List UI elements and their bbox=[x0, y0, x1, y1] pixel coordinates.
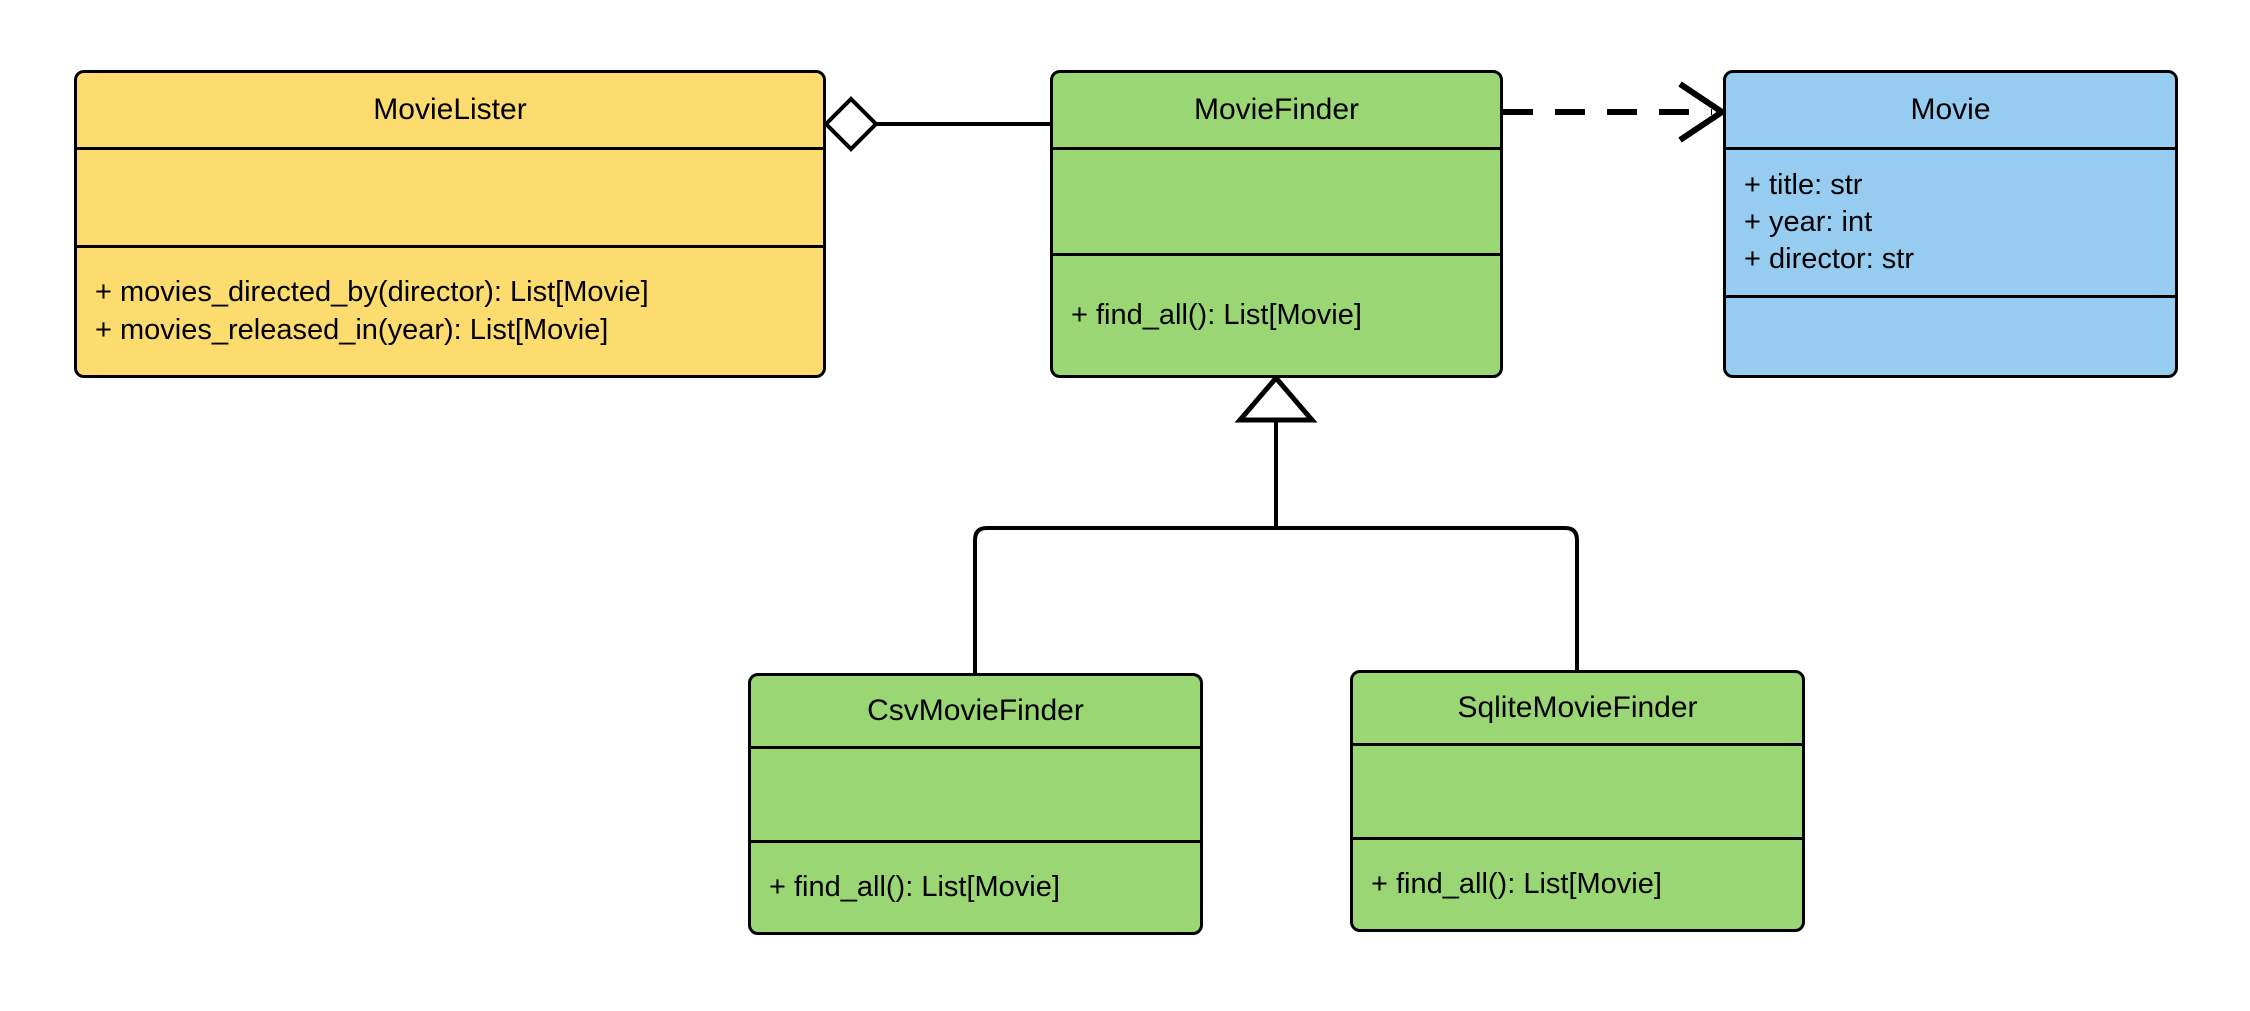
class-name-label: SqliteMovieFinder bbox=[1457, 690, 1698, 724]
class-title-compartment: CsvMovieFinder bbox=[751, 676, 1200, 746]
open-arrow-marker bbox=[1678, 81, 1728, 143]
class-attributes-compartment: + title: str + year: int + director: str bbox=[1726, 147, 2175, 295]
class-name-label: MovieFinder bbox=[1193, 92, 1360, 126]
generalization-branch bbox=[973, 526, 1579, 673]
aggregation-lister-finder-edge bbox=[823, 96, 1050, 152]
method-line: + find_all(): List[Movie] bbox=[769, 870, 1060, 903]
class-title-compartment: MovieFinder bbox=[1053, 73, 1500, 147]
class-box-csv-movie-finder[interactable]: CsvMovieFinder + find_all(): List[Movie] bbox=[748, 673, 1203, 935]
class-name-label: MovieLister bbox=[373, 92, 527, 126]
method-line: + find_all(): List[Movie] bbox=[1071, 298, 1362, 331]
method-line: + movies_released_in(year): List[Movie] bbox=[95, 313, 609, 346]
class-name-label: Movie bbox=[1910, 92, 1991, 126]
class-box-sqlite-movie-finder[interactable]: SqliteMovieFinder + find_all(): List[Mov… bbox=[1350, 670, 1805, 932]
method-line: + movies_directed_by(director): List[Mov… bbox=[95, 276, 649, 309]
attribute-line: + title: str bbox=[1744, 168, 1863, 201]
class-attributes-compartment bbox=[1053, 147, 1500, 253]
class-attributes-compartment bbox=[77, 147, 823, 245]
class-title-compartment: Movie bbox=[1726, 73, 2175, 147]
hollow-diamond-marker bbox=[823, 96, 879, 152]
class-name-label: CsvMovieFinder bbox=[867, 693, 1084, 727]
class-attributes-compartment bbox=[751, 746, 1200, 840]
class-box-movie-finder[interactable]: MovieFinder + find_all(): List[Movie] bbox=[1050, 70, 1503, 378]
generalization-edges bbox=[973, 374, 1579, 673]
dependency-finder-movie-edge bbox=[1503, 81, 1728, 143]
attribute-line: + year: int bbox=[1744, 205, 1873, 238]
class-title-compartment: MovieLister bbox=[77, 73, 823, 147]
class-title-compartment: SqliteMovieFinder bbox=[1353, 673, 1802, 743]
method-line: + find_all(): List[Movie] bbox=[1371, 867, 1662, 900]
class-box-movie[interactable]: Movie + title: str + year: int + directo… bbox=[1723, 70, 2178, 378]
class-methods-compartment bbox=[1726, 295, 2175, 375]
class-box-movie-lister[interactable]: MovieLister + movies_directed_by(directo… bbox=[74, 70, 826, 378]
class-methods-compartment: + find_all(): List[Movie] bbox=[1353, 837, 1802, 929]
attribute-line: + director: str bbox=[1744, 243, 1915, 276]
class-methods-compartment: + find_all(): List[Movie] bbox=[1053, 253, 1500, 375]
class-methods-compartment: + find_all(): List[Movie] bbox=[751, 840, 1200, 932]
class-methods-compartment: + movies_directed_by(director): List[Mov… bbox=[77, 245, 823, 375]
hollow-triangle-marker bbox=[1234, 374, 1318, 423]
class-attributes-compartment bbox=[1353, 743, 1802, 837]
